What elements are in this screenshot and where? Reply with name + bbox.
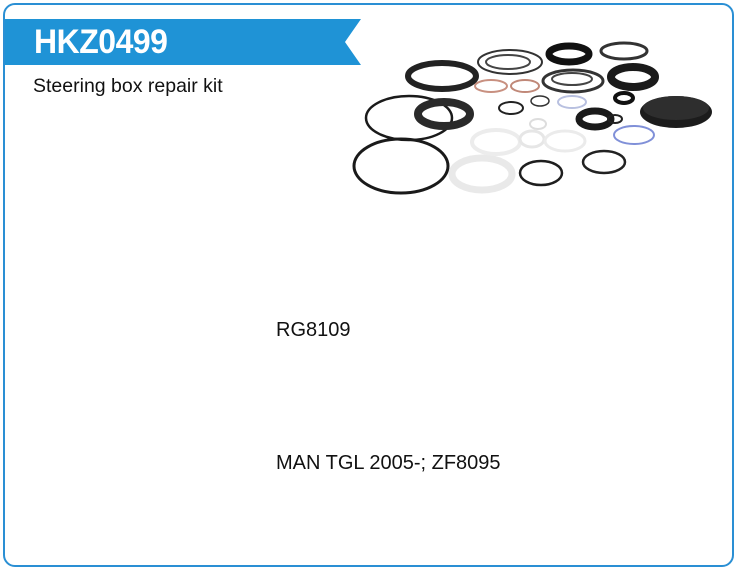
reference-number: RG8109: [276, 319, 351, 341]
part-number-banner: HKZ0499: [5, 19, 361, 65]
part-number: HKZ0499: [34, 23, 168, 61]
product-card: [3, 3, 734, 567]
seal-kit-image: [352, 41, 712, 195]
product-description: Steering box repair kit: [33, 75, 223, 97]
vehicle-application: MAN TGL 2005-; ZF8095: [276, 452, 501, 474]
